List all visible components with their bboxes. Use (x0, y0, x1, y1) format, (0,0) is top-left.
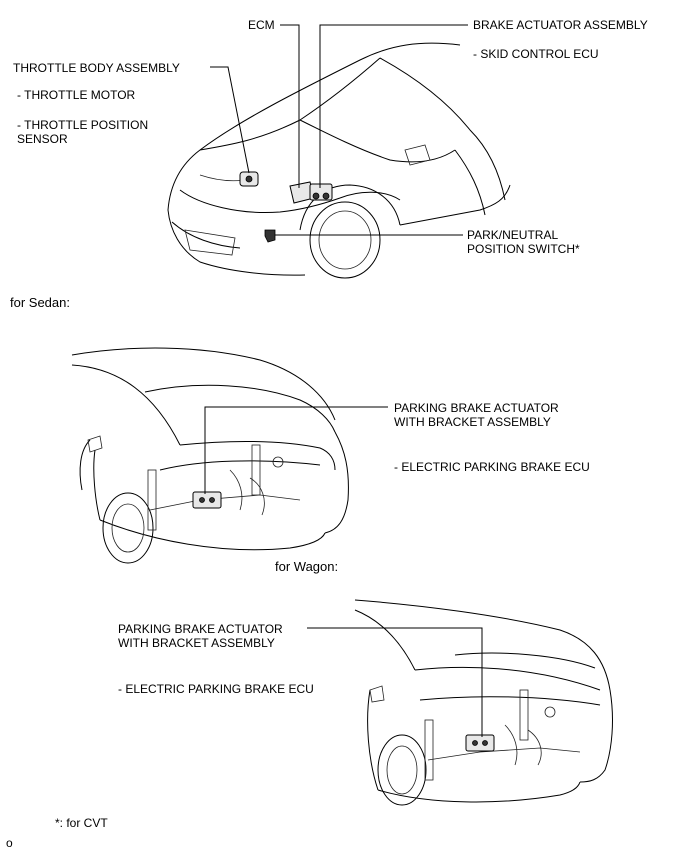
skid-control-ecu-label: - SKID CONTROL ECU (473, 47, 599, 61)
wagon-leader-line (307, 627, 483, 737)
front-car-illustration (167, 42, 511, 279)
throttle-body-label: THROTTLE BODY ASSEMBLY (13, 61, 180, 75)
wagon-parking-brake-label-cont: WITH BRACKET ASSEMBLY (118, 636, 275, 650)
brake-actuator-part (309, 183, 333, 201)
throttle-position-label: - THROTTLE POSITION (17, 118, 149, 132)
throttle-body-part (239, 171, 259, 187)
sedan-parking-brake-label: PARKING BRAKE ACTUATOR (394, 401, 559, 415)
sedan-leader-line (204, 406, 388, 494)
front-leader-lines (210, 24, 468, 236)
park-neutral-label: PARK/NEUTRAL (467, 228, 559, 242)
sedan-epb-ecu-label: - ELECTRIC PARKING BRAKE ECU (394, 460, 590, 474)
park-neutral-switch-part (264, 229, 276, 243)
wagon-parking-brake-label: PARKING BRAKE ACTUATOR (118, 622, 283, 636)
throttle-position-label-cont: SENSOR (17, 132, 68, 146)
sedan-parking-brake-label-cont: WITH BRACKET ASSEMBLY (394, 415, 551, 429)
corner-mark: o (6, 836, 13, 850)
wagon-caption: for Wagon: (275, 559, 339, 574)
sedan-parking-brake-part (192, 491, 222, 509)
footnote: *: for CVT (55, 816, 108, 830)
wagon-epb-ecu-label: - ELECTRIC PARKING BRAKE ECU (118, 682, 314, 696)
brake-actuator-label: BRAKE ACTUATOR ASSEMBLY (473, 18, 648, 32)
wagon-parking-brake-part (465, 734, 495, 752)
park-neutral-label-cont: POSITION SWITCH* (467, 242, 580, 256)
sedan-illustration (71, 347, 349, 564)
wagon-illustration (354, 599, 613, 806)
sedan-caption: for Sedan: (10, 295, 70, 310)
throttle-motor-label: - THROTTLE MOTOR (17, 88, 136, 102)
ecm-label: ECM (248, 18, 275, 32)
